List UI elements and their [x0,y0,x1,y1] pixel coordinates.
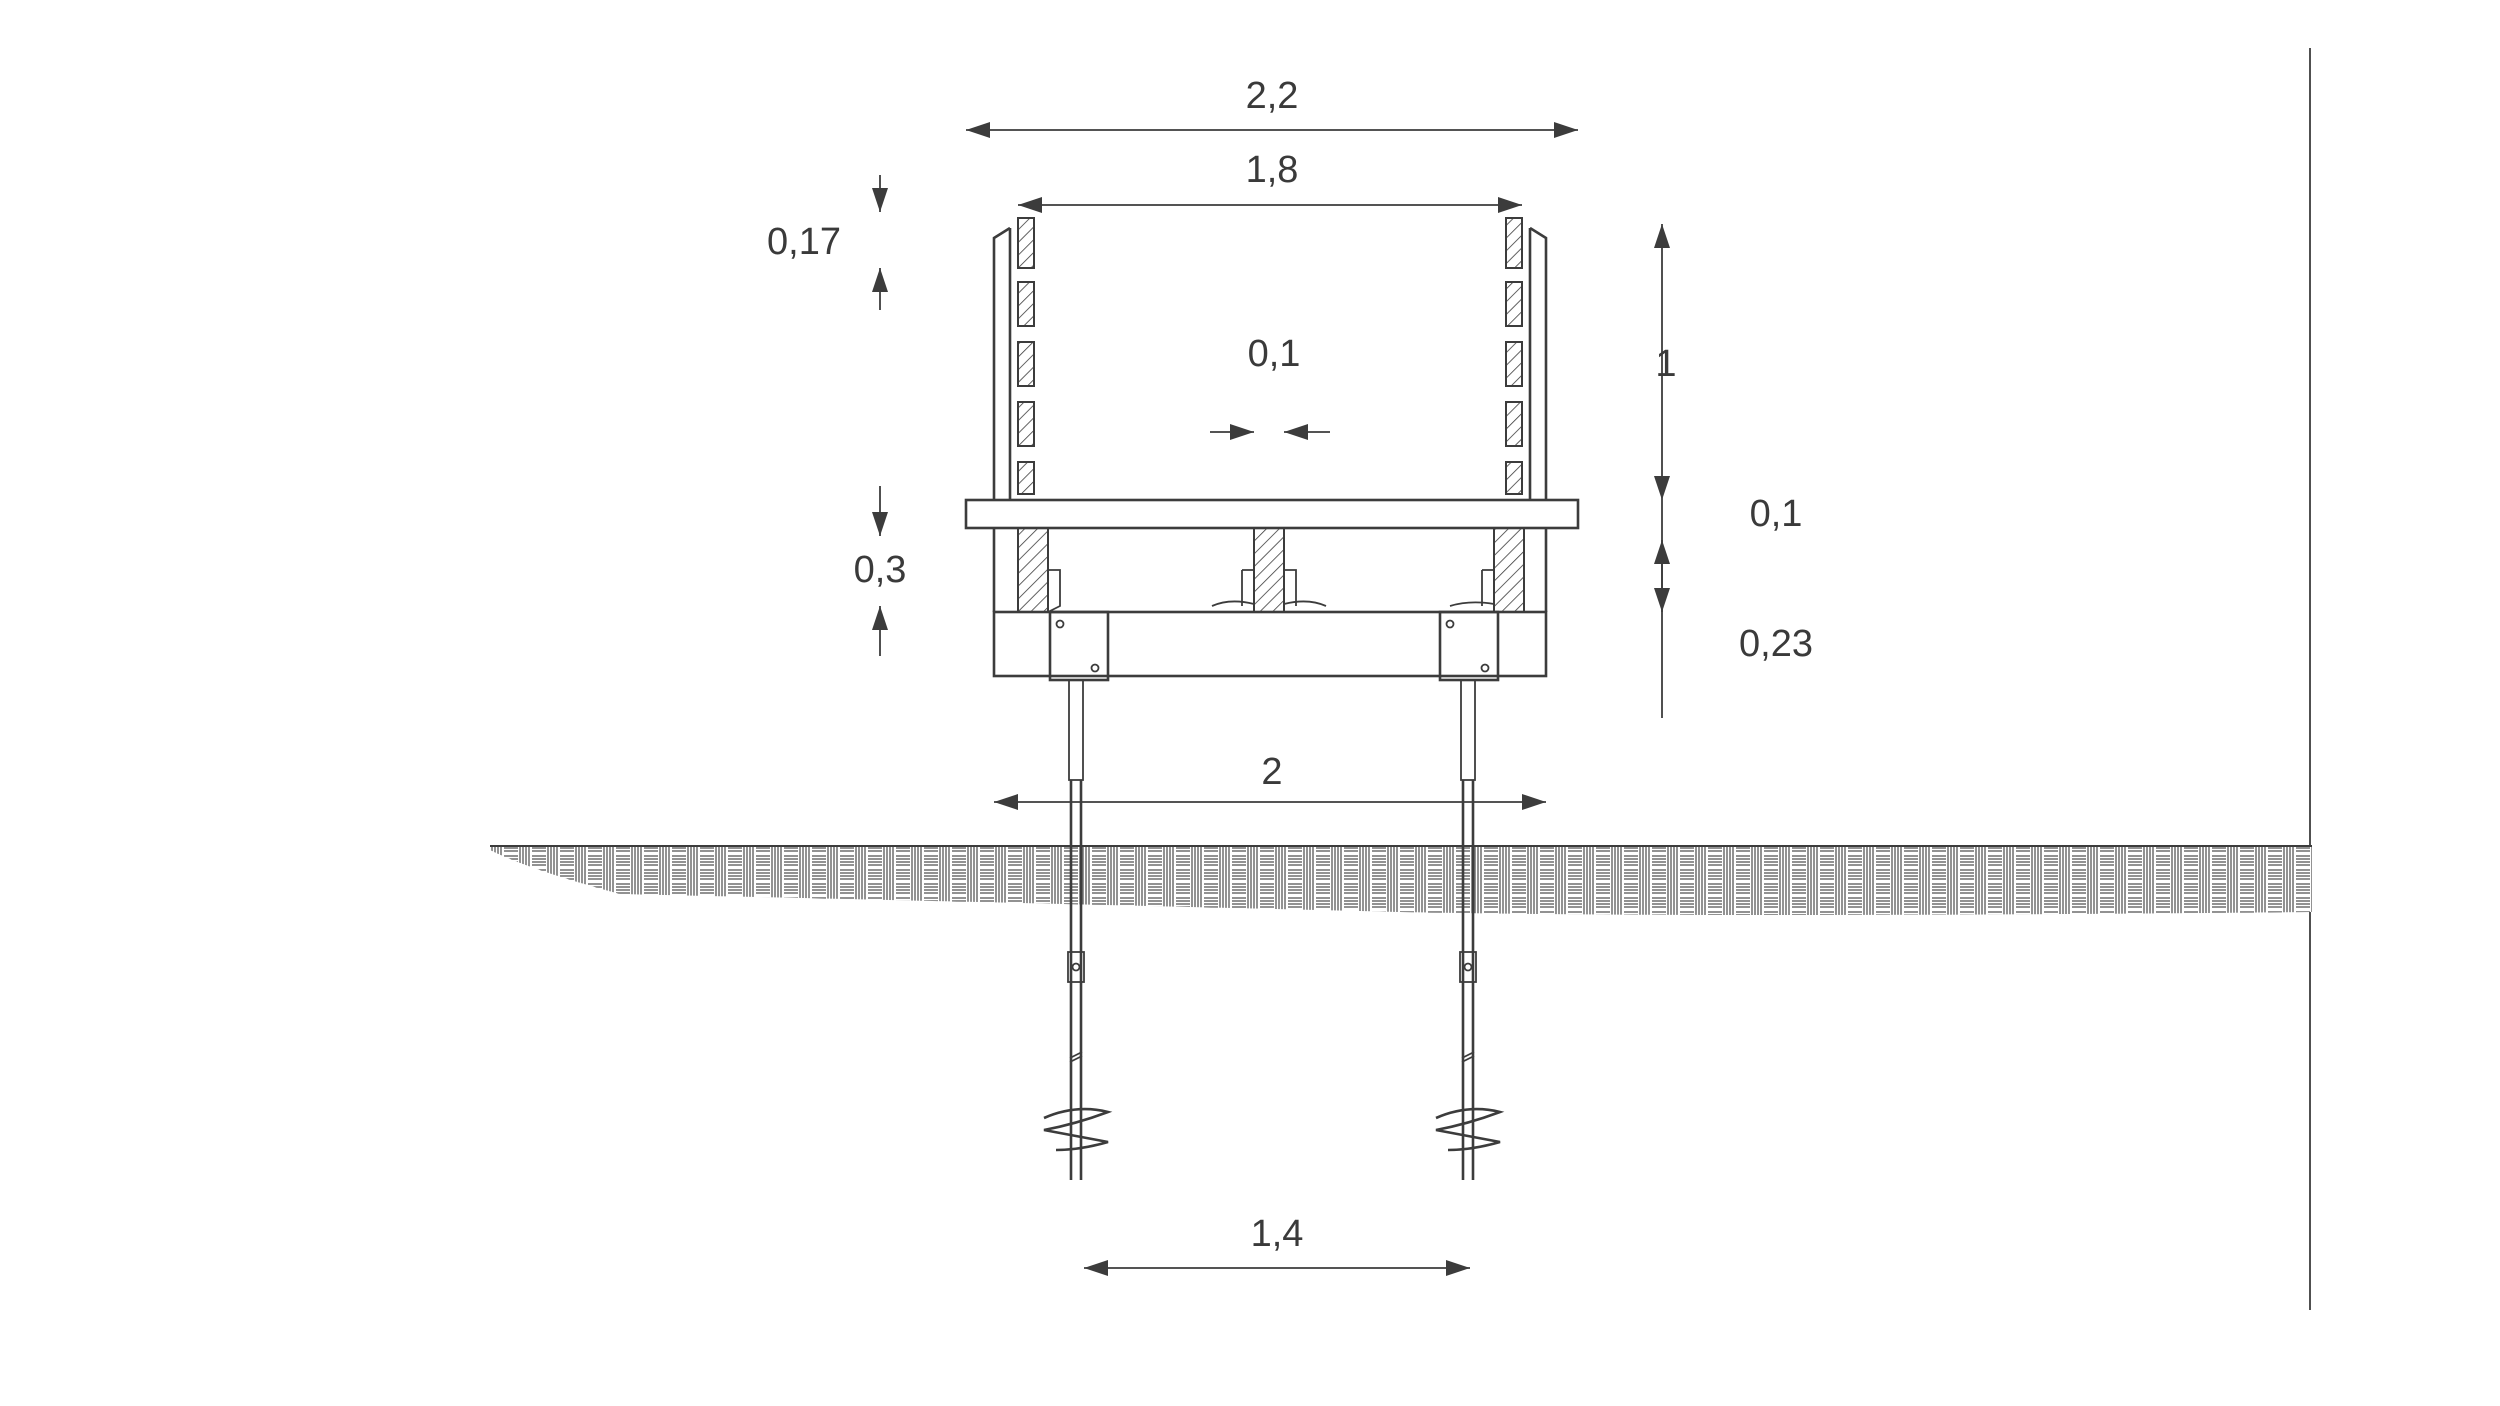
right-railing [1505,217,1548,500]
right-ground-screw [1435,679,1505,1180]
label-rail-height: 1 [1655,343,1676,385]
cross-frame [992,610,1548,678]
left-ground-screw [1043,679,1113,1180]
stringers [992,527,1548,613]
label-center-gap: 0,1 [1248,333,1301,375]
deck-plank [964,498,1580,530]
left-railing [992,217,1035,500]
label-deck-thickness: 0,1 [1750,493,1803,535]
label-frame-height: 0,23 [1739,623,1813,665]
label-screw-spacing: 1,4 [1251,1213,1304,1255]
label-beam-height: 0,3 [854,549,907,591]
label-overall-width: 2,2 [1246,75,1299,117]
ground-soil [490,846,2312,915]
label-rail-gap: 0,17 [767,221,841,263]
right-post-bracket [1438,610,1500,682]
label-post-spacing: 2 [1261,751,1282,793]
left-post-bracket [1048,610,1110,682]
label-inner-width: 1,8 [1246,149,1299,191]
